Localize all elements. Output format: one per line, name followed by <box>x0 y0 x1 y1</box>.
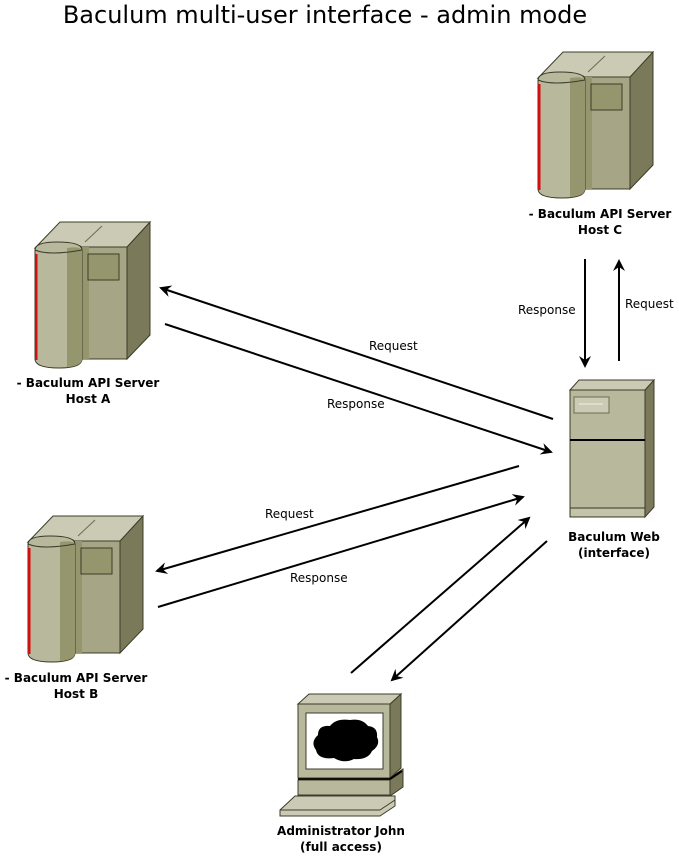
arrow-host-a-request <box>159 285 554 420</box>
arrow-admin-response <box>390 540 548 682</box>
host-b-label-line2: Host B <box>53 687 99 701</box>
host-c-label: - Baculum API Server Host C <box>500 206 679 238</box>
arrow-host-a-response <box>164 323 553 455</box>
arrow-host-b-response <box>157 494 525 608</box>
web-label-line1: Baculum Web <box>568 530 660 544</box>
host-b-label-line1: - Baculum API Server <box>4 671 148 685</box>
host-a-label-line1: - Baculum API Server <box>16 376 160 390</box>
arrow-host-b-request <box>155 465 520 574</box>
host-b-label: - Baculum API Server Host B <box>0 670 176 702</box>
admin-label: Administrator John (full access) <box>241 823 441 855</box>
edge-label-host-a-response: Response <box>327 397 385 411</box>
host-a-label-line2: Host A <box>65 392 111 406</box>
edge-label-host-c-response: Response <box>518 303 576 317</box>
cloud-icon <box>313 719 379 762</box>
admin-label-line1: Administrator John <box>277 824 405 838</box>
server-host-a-icon <box>34 221 151 369</box>
web-server-icon <box>568 378 656 519</box>
host-c-label-line1: - Baculum API Server <box>528 207 672 221</box>
web-label: Baculum Web (interface) <box>514 529 679 561</box>
edge-label-host-b-response: Response <box>290 571 348 585</box>
edge-label-host-b-request: Request <box>265 507 314 521</box>
diagram-title: Baculum multi-user interface - admin mod… <box>62 1 588 29</box>
admin-label-line2: (full access) <box>300 840 382 854</box>
server-host-b-icon <box>27 515 144 663</box>
web-label-line2: (interface) <box>578 546 650 560</box>
edge-label-host-c-request: Request <box>625 297 674 311</box>
edge-label-host-a-request: Request <box>369 339 418 353</box>
host-a-label: - Baculum API Server Host A <box>0 375 188 407</box>
host-c-label-line2: Host C <box>577 223 623 237</box>
arrow-admin-request <box>350 516 531 674</box>
server-host-c-icon <box>537 51 654 199</box>
workstation-icon <box>279 692 404 817</box>
